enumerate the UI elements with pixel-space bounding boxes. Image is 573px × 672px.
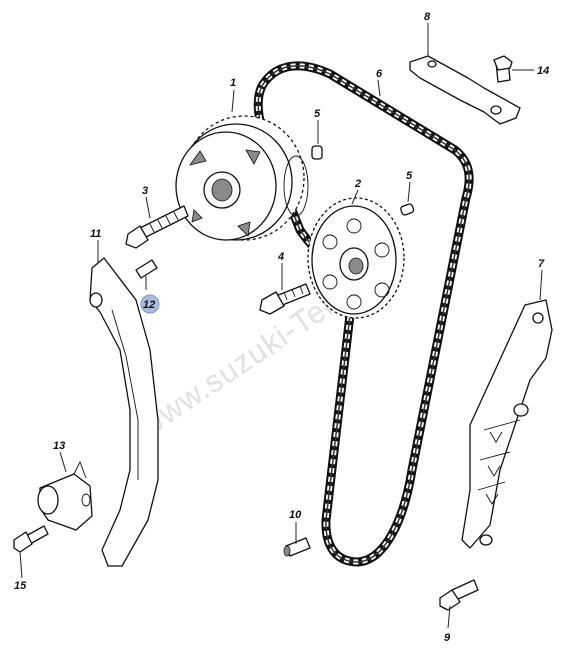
timing-chain[interactable] bbox=[253, 61, 474, 567]
callout-5b[interactable]: 5 bbox=[406, 170, 413, 182]
callout-9[interactable]: 9 bbox=[444, 632, 451, 644]
callout-3[interactable]: 3 bbox=[142, 185, 148, 197]
callout-7[interactable]: 7 bbox=[538, 258, 545, 270]
part-number-labels: 1 2 3 4 5 5 6 7 8 9 10 11 12 13 14 15 bbox=[14, 11, 549, 644]
callout-1[interactable]: 1 bbox=[230, 77, 236, 89]
callout-5a[interactable]: 5 bbox=[314, 108, 321, 120]
callout-6[interactable]: 6 bbox=[376, 68, 383, 80]
pin-12[interactable] bbox=[135, 259, 158, 279]
callout-4[interactable]: 4 bbox=[277, 251, 284, 263]
callout-12-highlight bbox=[140, 294, 160, 314]
callout-12[interactable]: 12 bbox=[143, 299, 155, 311]
bolt-14[interactable] bbox=[493, 55, 513, 83]
callout-11[interactable]: 11 bbox=[90, 228, 101, 240]
chain-guide[interactable] bbox=[461, 299, 553, 549]
callout-13[interactable]: 13 bbox=[53, 440, 65, 452]
exhaust-cam-sprocket[interactable] bbox=[307, 197, 405, 319]
callout-14[interactable]: 14 bbox=[537, 65, 549, 77]
bolt-9[interactable] bbox=[439, 579, 479, 611]
dowel-pin-10[interactable] bbox=[283, 537, 311, 557]
camshaft-sprocket-vvt[interactable] bbox=[175, 115, 309, 241]
bolt-3[interactable] bbox=[125, 205, 189, 249]
pin-5b[interactable] bbox=[400, 203, 415, 216]
leader-lines bbox=[19, 23, 543, 629]
callout-10[interactable]: 10 bbox=[289, 509, 302, 521]
guide-bracket[interactable] bbox=[409, 55, 521, 125]
tensioner-arm[interactable] bbox=[89, 257, 159, 567]
callout-8[interactable]: 8 bbox=[424, 11, 431, 23]
bolt-4[interactable] bbox=[259, 283, 311, 315]
callout-2[interactable]: 2 bbox=[354, 178, 361, 190]
callout-15[interactable]: 15 bbox=[14, 580, 27, 592]
bolt-15[interactable] bbox=[13, 525, 49, 553]
pin-5a[interactable] bbox=[311, 145, 323, 160]
chain-tensioner[interactable] bbox=[37, 460, 93, 531]
